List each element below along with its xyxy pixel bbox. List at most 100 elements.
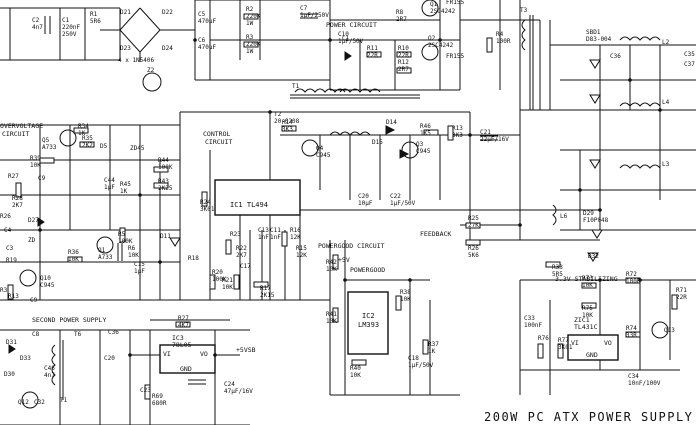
component-label-t3: T3 bbox=[520, 7, 528, 14]
component-label-r15-1: R15 bbox=[296, 245, 307, 252]
component-label-q1p-1: Q1 bbox=[430, 1, 438, 8]
component-label-d5: D5 bbox=[100, 143, 108, 150]
component-label-c1: C1 bbox=[342, 35, 350, 42]
component-label-c6-1: C6 bbox=[198, 37, 206, 44]
component-label-r16-1: R16 bbox=[290, 227, 301, 234]
component-label-r3b: R3 bbox=[0, 287, 8, 294]
component-label-r41-1: R41 bbox=[326, 311, 337, 318]
section-labels: POWER CIRCUIT OVERVOLTAGE CIRCUIT CONTRO… bbox=[0, 21, 693, 424]
component-label-c46-1: C46 bbox=[44, 365, 55, 372]
component-label-d24: D24 bbox=[162, 45, 173, 52]
ic1-label: IC1 TL494 bbox=[230, 201, 268, 209]
component-label-r26b-1: R26 bbox=[468, 245, 479, 252]
component-label-c44-2: 1µF bbox=[104, 184, 115, 191]
component-label-r76: R76 bbox=[538, 335, 549, 342]
component-label-t1b: T1 bbox=[60, 397, 68, 404]
component-label-c33-1: C33 bbox=[524, 315, 535, 322]
component-label-r24-2: 3K01 bbox=[200, 206, 215, 213]
component-label-c1b-3: 250V bbox=[62, 31, 77, 38]
diagram-title: 200W PC ATX POWER SUPPLY bbox=[484, 410, 693, 424]
component-label-r42-2: 10K bbox=[326, 266, 337, 273]
component-label-r73-2: 10K bbox=[582, 282, 593, 289]
component-label-l2: L2 bbox=[662, 39, 670, 46]
component-label-r75-1: R75 bbox=[582, 305, 593, 312]
component-label-c21-2: 22µF/16V bbox=[480, 136, 509, 143]
component-label-sbd1-2: D83-004 bbox=[586, 36, 612, 43]
component-label-zd: ZD bbox=[28, 237, 36, 244]
component-label-r22-1: R22 bbox=[236, 245, 247, 252]
component-label-r13-2: 3K3 bbox=[452, 132, 463, 139]
component-label-d29-1: D29 bbox=[583, 210, 594, 217]
component-bodies bbox=[7, 0, 678, 409]
component-label-r23: R23 bbox=[230, 231, 241, 238]
second-supply-label: SECOND POWER SUPPLY bbox=[32, 316, 106, 324]
component-label-c46-2: 4n7 bbox=[44, 372, 55, 379]
component-label-c2-1: C2 bbox=[32, 17, 40, 24]
component-label-t6: T6 bbox=[74, 331, 82, 338]
component-label-r44-2: 100K bbox=[158, 164, 173, 171]
component-label-r72-2: 100R bbox=[626, 278, 641, 285]
component-label-c13-1: C13 bbox=[258, 227, 269, 234]
component-label-r35-2: 2K2 bbox=[82, 142, 93, 149]
component-label-l3: L3 bbox=[662, 161, 670, 168]
component-label-r10-2: 22R bbox=[398, 52, 409, 59]
component-label-r3-3: 1W bbox=[246, 48, 254, 55]
component-label-r22-2: 2K7 bbox=[236, 252, 247, 259]
component-label-c35: C35 bbox=[684, 51, 695, 58]
component-label-q10-2: C945 bbox=[40, 282, 55, 289]
component-label-c34-1: C34 bbox=[628, 373, 639, 380]
component-label-t2-2: 20-0208 bbox=[274, 118, 300, 125]
component-label-d23: D23 bbox=[120, 45, 131, 52]
component-label-r26: R26 bbox=[0, 213, 11, 220]
component-label-r71-1: R71 bbox=[676, 287, 687, 294]
component-label-r10-1: R10 bbox=[398, 45, 409, 52]
component-label-c9: C9 bbox=[38, 175, 46, 182]
component-label-r8-1: R8 bbox=[396, 9, 404, 16]
control-label-1: CONTROL bbox=[203, 130, 230, 138]
component-label-r3-1: R3 bbox=[246, 34, 254, 41]
component-label-r13-1: R13 bbox=[452, 125, 463, 132]
component-label-r75-2: 10K bbox=[582, 312, 593, 319]
component-label-c23: C23 bbox=[140, 387, 151, 394]
component-label-r77-1: R77 bbox=[558, 337, 569, 344]
ic3-label-2: 78L05 bbox=[172, 341, 192, 349]
component-label-q5-1: Q5 bbox=[42, 137, 50, 144]
component-label-r18: R18 bbox=[188, 255, 199, 262]
component-label-r40-1: R40 bbox=[350, 365, 361, 372]
component-label-c1b-1: C1 bbox=[62, 17, 70, 24]
component-label-q4-1: Q4 bbox=[316, 145, 324, 152]
component-label-r21-2: 10K bbox=[222, 284, 233, 291]
component-label-r43-1: R43 bbox=[158, 178, 169, 185]
component-label-r42-1: R42 bbox=[326, 259, 337, 266]
component-label-q2-2: 2SC4242 bbox=[428, 42, 454, 49]
control-label-2: CIRCUIT bbox=[205, 138, 232, 146]
component-label-c10-2: 1µF/50V bbox=[338, 38, 364, 45]
component-label-r24-1: R24 bbox=[200, 199, 211, 206]
component-label-r45-2: 1K bbox=[120, 188, 128, 195]
component-label-c9b: C9 bbox=[30, 297, 38, 304]
component-label-sbd1-1: SBD1 bbox=[586, 29, 601, 36]
component-label-r20-2: 100K bbox=[212, 276, 227, 283]
component-label-r2-1: R2 bbox=[246, 6, 254, 13]
component-label-r12-2: 2R7 bbox=[398, 66, 409, 73]
component-label-d21: D21 bbox=[120, 9, 131, 16]
component-label-c6-2: 470µF bbox=[198, 44, 216, 51]
component-label-r39-2: 10K bbox=[30, 162, 41, 169]
component-label-d30: D30 bbox=[4, 371, 15, 378]
component-label-q3-1: Q3 bbox=[416, 141, 424, 148]
component-label-r17-1: R17 bbox=[260, 285, 271, 292]
component-label-r6-1: R6 bbox=[128, 245, 136, 252]
component-label-q1-2: A733 bbox=[98, 254, 113, 261]
component-label-r25-2: 27K bbox=[468, 222, 479, 229]
powergood-label: POWERGOOD bbox=[350, 266, 385, 274]
overvoltage-label-1: OVERVOLTAGE bbox=[0, 122, 43, 130]
component-label-c32: C32 bbox=[34, 399, 45, 406]
component-label-z2: Z2 bbox=[147, 67, 155, 74]
component-label-c11-2: 1nF bbox=[270, 234, 281, 241]
component-label-r27: R27 bbox=[8, 173, 19, 180]
component-label-r33-2: 5R5 bbox=[552, 271, 563, 278]
component-label-c36b: C36 bbox=[108, 329, 119, 336]
plus5vsb-label: +5VSB bbox=[236, 346, 256, 354]
component-label-c2-2: 4n7 bbox=[32, 24, 43, 31]
